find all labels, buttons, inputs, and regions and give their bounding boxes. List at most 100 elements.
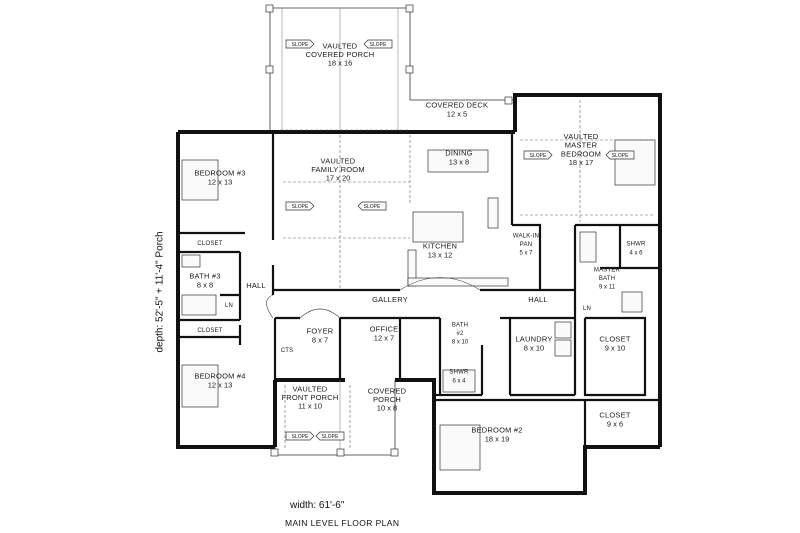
- slope-marker: SLOPE: [315, 431, 345, 441]
- room-dimensions: 13 x 12: [428, 250, 453, 259]
- room-dimensions: 5 x 7: [519, 251, 533, 257]
- room-name: OFFICE: [370, 325, 399, 334]
- room-name: BEDROOM #3: [194, 169, 245, 178]
- svg-text:SLOPE: SLOPE: [292, 204, 309, 210]
- room-dimensions: 12 x 13: [208, 177, 233, 186]
- room-name: VAULTED: [293, 384, 328, 393]
- room-name: CLOSET: [197, 328, 222, 334]
- room-label-ln1: LN: [225, 303, 233, 309]
- room-label-closet1: CLOSET: [197, 241, 222, 247]
- room-name: CTS: [281, 348, 294, 354]
- room-dimensions: 8 x 10: [524, 343, 544, 352]
- slope-markers: SLOPE SLOPE SLOPE SLOPE SLOPE SLOPE SLOP…: [285, 39, 635, 441]
- room-dimensions: 9 x 11: [599, 285, 616, 291]
- room-dimensions: 6 x 4: [452, 378, 466, 384]
- room-dimensions: 18 x 19: [485, 434, 510, 443]
- slope-marker: SLOPE: [523, 150, 553, 160]
- room-name: KITCHEN: [423, 242, 457, 251]
- room-name: CLOSET: [599, 335, 630, 344]
- svg-text:SLOPE: SLOPE: [292, 42, 309, 48]
- room-dimensions: 8 x 10: [452, 340, 469, 346]
- room-name: PORCH: [373, 395, 401, 404]
- room-name: COVERED: [368, 386, 407, 395]
- room-name: LN: [583, 306, 591, 312]
- room-name: FAMILY ROOM: [311, 165, 365, 174]
- slope-marker: SLOPE: [285, 201, 315, 211]
- room-name: LAUNDRY: [515, 335, 552, 344]
- room-name: FOYER: [307, 327, 334, 336]
- room-label-hall-right: HALL: [528, 295, 548, 304]
- room-name: COVERED PORCH: [306, 50, 375, 59]
- svg-text:SLOPE: SLOPE: [292, 434, 309, 440]
- room-name: BEDROOM #2: [471, 426, 522, 435]
- room-label-closet2: CLOSET: [197, 328, 222, 334]
- room-name: VAULTED: [323, 41, 358, 50]
- room-name: BEDROOM #4: [194, 372, 245, 381]
- room-dimensions: 17 x 20: [326, 174, 351, 183]
- room-dimensions: 13 x 8: [449, 157, 469, 166]
- room-label-cts: CTS: [281, 348, 294, 354]
- room-name: BATH: [452, 322, 468, 328]
- room-name: HALL: [528, 295, 548, 304]
- room-dimensions: 12 x 5: [447, 109, 467, 118]
- vault-lines: [280, 100, 655, 450]
- fixtures: [181, 139, 656, 471]
- room-label-hall-left: HALL: [246, 281, 265, 290]
- room-dimensions: 12 x 7: [374, 333, 394, 342]
- room-name: MASTER: [565, 141, 598, 150]
- room-name: VAULTED: [564, 132, 599, 141]
- room-name: #2: [456, 331, 464, 337]
- room-dimensions: 11 x 10: [298, 402, 322, 411]
- room-label-walkin: WALK-IN PAN 5 x 7: [513, 233, 539, 256]
- slope-marker: SLOPE: [357, 201, 387, 211]
- room-name: MASTER: [594, 267, 621, 273]
- room-label-bath3: BATH #38 x 8: [189, 272, 220, 290]
- room-dimensions: 12 x 13: [208, 380, 233, 389]
- depth-dimension-label: depth: 52'-5" + 11'-4" Porch: [154, 231, 166, 353]
- svg-text:SLOPE: SLOPE: [322, 434, 339, 440]
- room-dimensions: 8 x 8: [197, 280, 213, 289]
- room-name: DINING: [445, 149, 472, 158]
- room-dimensions: 9 x 6: [607, 419, 623, 428]
- plan-title: MAIN LEVEL FLOOR PLAN: [285, 518, 400, 528]
- room-dimensions: 10 x 8: [377, 404, 397, 413]
- room-name: GALLERY: [372, 295, 408, 304]
- width-dimension-label: width: 61'-6": [290, 500, 345, 511]
- svg-text:SLOPE: SLOPE: [370, 42, 387, 48]
- svg-text:SLOPE: SLOPE: [612, 153, 629, 159]
- svg-text:SLOPE: SLOPE: [530, 153, 547, 159]
- room-name: LN: [225, 303, 233, 309]
- room-name: CLOSET: [197, 241, 222, 247]
- room-name: COVERED DECK: [426, 101, 488, 110]
- slope-marker: SLOPE: [285, 39, 315, 49]
- front-porch-structure: [270, 380, 399, 457]
- room-name: FRONT PORCH: [281, 393, 338, 402]
- room-label-bed4: BEDROOM #412 x 13: [194, 372, 245, 390]
- room-dimensions: 8 x 7: [312, 335, 328, 344]
- room-name: BEDROOM: [561, 149, 601, 158]
- room-name: PAN: [520, 242, 533, 248]
- room-name: WALK-IN: [513, 233, 539, 239]
- slope-marker: SLOPE: [363, 39, 393, 49]
- room-name: CLOSET: [599, 411, 630, 420]
- room-dimensions: 18 x 17: [569, 158, 594, 167]
- interior-walls: [178, 132, 660, 447]
- room-label-bath2: BATH #2 8 x 10: [452, 322, 469, 345]
- room-dimensions: 4 x 6: [629, 250, 643, 256]
